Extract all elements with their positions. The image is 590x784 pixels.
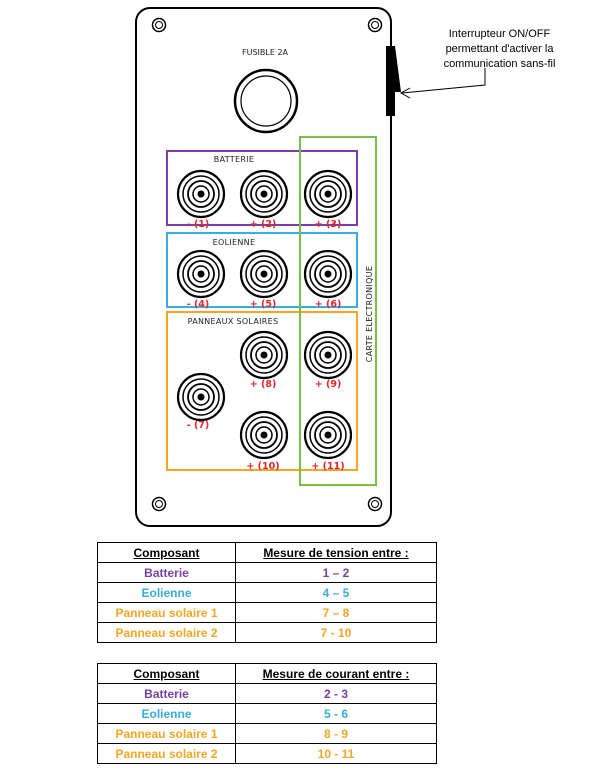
terminal-7-icon (176, 372, 226, 422)
tension-mesure-panneau2: 7 - 10 (235, 622, 437, 643)
callout-line-1: Interrupteur ON/OFF (448, 28, 551, 40)
courant-header-composant: Composant (97, 663, 236, 684)
table-row: Panneau solaire 2 10 - 11 (97, 743, 437, 764)
tension-composant-eolienne: Eolienne (97, 582, 236, 603)
table-row: Eolienne 4 – 5 (97, 582, 437, 603)
terminal-3-icon (303, 169, 353, 219)
screw-bottom-right-icon (367, 496, 383, 512)
screw-top-right-icon (367, 17, 383, 33)
terminal-4-icon (176, 249, 226, 299)
terminal-label-1: - (1) (187, 219, 210, 230)
table-row: Eolienne 5 - 6 (97, 703, 437, 724)
callout-line-3: communication sans-fil (443, 58, 556, 70)
terminal-label-8: + (8) (250, 379, 277, 390)
tension-composant-panneau2: Panneau solaire 2 (97, 622, 236, 643)
tension-mesure-panneau1: 7 – 8 (235, 602, 437, 623)
group-eolienne-label: EOLIENNE (213, 238, 256, 247)
on-off-switch-icon (386, 46, 401, 116)
terminal-label-2: + (2) (250, 219, 277, 230)
terminal-11-icon (303, 410, 353, 460)
group-batterie-label: BATTERIE (214, 155, 254, 164)
terminal-label-6: + (6) (315, 299, 342, 310)
courant-header-mesure: Mesure de courant entre : (235, 663, 437, 684)
table-row: Batterie 1 – 2 (97, 562, 437, 583)
panel-diagram: FUSIBLE 2A BATTERIE EOLIENNE PANNEAUX SO… (135, 7, 486, 527)
screw-bottom-left-icon (151, 496, 167, 512)
terminal-label-7: - (7) (187, 420, 210, 431)
table-row: Batterie 2 - 3 (97, 683, 437, 704)
terminal-8-icon (239, 330, 289, 380)
group-carte-frame (299, 136, 377, 486)
terminal-label-11: + (11) (311, 461, 344, 472)
table-row: Panneau solaire 1 7 – 8 (97, 602, 437, 623)
tension-header-row: Composant Mesure de tension entre : (97, 542, 437, 563)
tension-composant-panneau1: Panneau solaire 1 (97, 602, 236, 623)
tension-mesure-batterie: 1 – 2 (235, 562, 437, 583)
group-carte-label: CARTE ELECTRONIQUE (365, 266, 374, 362)
courant-composant-eolienne: Eolienne (97, 703, 236, 724)
terminal-label-5: + (5) (250, 299, 277, 310)
table-row: Panneau solaire 1 8 - 9 (97, 723, 437, 744)
group-panneaux-label: PANNEAUX SOLAIRES (188, 317, 279, 326)
group-batterie-frame (166, 150, 358, 226)
tension-header-mesure: Mesure de tension entre : (235, 542, 437, 563)
callout-line-2: permettant d'activer la (445, 43, 554, 55)
fuse-label: FUSIBLE 2A (242, 48, 289, 57)
terminal-1-icon (176, 169, 226, 219)
terminal-9-icon (303, 330, 353, 380)
screw-top-left-icon (151, 17, 167, 33)
terminal-10-icon (239, 410, 289, 460)
courant-mesure-batterie: 2 - 3 (235, 683, 437, 704)
courant-mesure-eolienne: 5 - 6 (235, 703, 437, 724)
courant-header-row: Composant Mesure de courant entre : (97, 663, 437, 684)
group-eolienne-frame (166, 232, 358, 308)
terminal-5-icon (239, 249, 289, 299)
terminal-label-10: + (10) (246, 461, 279, 472)
terminal-2-icon (239, 169, 289, 219)
group-panneaux-frame (166, 311, 358, 471)
tension-composant-batterie: Batterie (97, 562, 236, 583)
courant-mesure-panneau2: 10 - 11 (235, 743, 437, 764)
tension-mesure-eolienne: 4 – 5 (235, 582, 437, 603)
tension-header-composant: Composant (97, 542, 236, 563)
courant-table: Composant Mesure de courant entre : Batt… (97, 663, 437, 764)
fuse-holder-icon (233, 68, 299, 134)
terminal-label-3: + (3) (315, 219, 342, 230)
terminals-group (176, 169, 353, 460)
courant-mesure-panneau1: 8 - 9 (235, 723, 437, 744)
terminal-label-4: - (4) (187, 299, 210, 310)
terminal-6-icon (303, 249, 353, 299)
courant-composant-panneau2: Panneau solaire 2 (97, 743, 236, 764)
courant-composant-panneau1: Panneau solaire 1 (97, 723, 236, 744)
switch-callout: Interrupteur ON/OFF permettant d'activer… (432, 27, 567, 72)
courant-composant-batterie: Batterie (97, 683, 236, 704)
table-row: Panneau solaire 2 7 - 10 (97, 622, 437, 643)
terminal-label-9: + (9) (315, 379, 342, 390)
callout-arrow (399, 68, 486, 99)
tension-table: Composant Mesure de tension entre : Batt… (97, 542, 437, 643)
